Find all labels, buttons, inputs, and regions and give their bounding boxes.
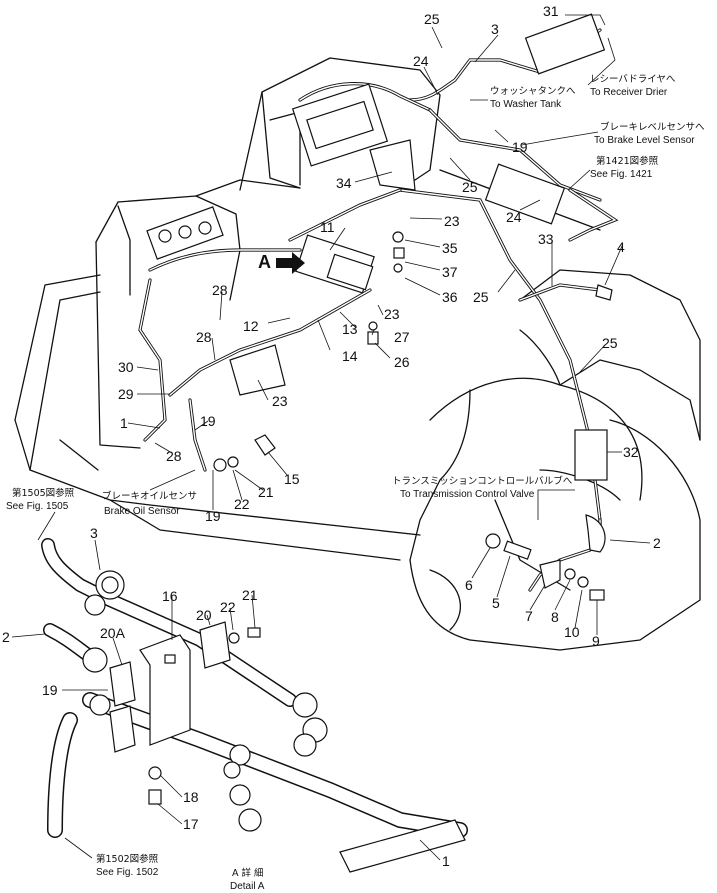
view-a-arrow bbox=[276, 252, 305, 274]
callout-3: 3 bbox=[90, 525, 98, 541]
callout-25: 25 bbox=[424, 11, 440, 27]
leaders bbox=[11, 14, 651, 861]
callout-20A: 20A bbox=[100, 625, 126, 641]
callout-23: 23 bbox=[384, 306, 400, 322]
callout-10: 10 bbox=[564, 624, 580, 640]
note-fig1421-jp: 第1421図参照 bbox=[596, 155, 659, 167]
callout-19: 19 bbox=[512, 139, 528, 155]
note-detail-jp: A 詳 細 bbox=[232, 867, 264, 879]
callout-28: 28 bbox=[196, 329, 212, 345]
callout-31: 31 bbox=[543, 3, 559, 19]
note-fig1505-jp: 第1505図参照 bbox=[12, 487, 75, 499]
callout-21: 21 bbox=[258, 484, 274, 500]
callout-9: 9 bbox=[592, 633, 600, 649]
callout-19: 19 bbox=[42, 682, 58, 698]
callout-4: 4 bbox=[617, 239, 625, 255]
callout-2: 2 bbox=[653, 535, 661, 551]
callout-32: 32 bbox=[623, 444, 639, 460]
callout-8: 8 bbox=[551, 609, 559, 625]
note-receiver-jp: レシーバドライヤへ bbox=[590, 74, 676, 85]
note-fig1502-jp: 第1502図参照 bbox=[96, 853, 159, 865]
callout-25: 25 bbox=[602, 335, 618, 351]
callout-numbers: 31 3 25 24 19 25 24 34 23 11 35 37 36 33… bbox=[2, 3, 661, 869]
components bbox=[146, 13, 619, 601]
callout-30: 30 bbox=[118, 359, 134, 375]
annotation-notes: レシーバドライヤへ To Receiver Drier ウォッシャタンクへ To… bbox=[6, 74, 705, 892]
note-brake-oil-jp: ブレーキオイルセンサ bbox=[102, 490, 197, 502]
callout-1: 1 bbox=[442, 853, 450, 869]
callout-18: 18 bbox=[183, 789, 199, 805]
callout-36: 36 bbox=[442, 289, 458, 305]
callout-2: 2 bbox=[2, 629, 10, 645]
callout-19: 19 bbox=[205, 508, 221, 524]
callout-11: 11 bbox=[320, 219, 335, 235]
callout-5: 5 bbox=[492, 595, 500, 611]
callout-24: 24 bbox=[506, 209, 522, 225]
callout-37: 37 bbox=[442, 264, 458, 280]
callout-33: 33 bbox=[538, 231, 554, 247]
note-washer-jp: ウォッシャタンクへ bbox=[490, 86, 576, 97]
callout-16: 16 bbox=[162, 588, 178, 604]
note-detail-en: Detail A bbox=[230, 881, 265, 892]
note-receiver-en: To Receiver Drier bbox=[590, 87, 668, 98]
callout-23: 23 bbox=[272, 393, 288, 409]
callout-3: 3 bbox=[491, 21, 499, 37]
note-fig1502-en: See Fig. 1502 bbox=[96, 867, 159, 878]
callout-25: 25 bbox=[473, 289, 489, 305]
callout-20: 20 bbox=[196, 607, 212, 623]
view-a-label: A bbox=[258, 252, 271, 272]
callout-21: 21 bbox=[242, 587, 258, 603]
callout-27: 27 bbox=[394, 329, 410, 345]
callout-6: 6 bbox=[465, 577, 473, 593]
callout-24: 24 bbox=[413, 53, 429, 69]
callout-35: 35 bbox=[442, 240, 458, 256]
callout-15: 15 bbox=[284, 471, 300, 487]
note-transmission-jp: トランスミッションコントロールバルブへ bbox=[392, 475, 573, 487]
callout-14: 14 bbox=[342, 348, 358, 364]
callout-7: 7 bbox=[525, 608, 533, 624]
note-brake-level-jp: ブレーキレベルセンサへ bbox=[600, 121, 705, 133]
callout-12: 12 bbox=[243, 318, 259, 334]
callout-28: 28 bbox=[212, 282, 228, 298]
note-brake-level-en: To Brake Level Sensor bbox=[594, 135, 695, 146]
callout-22: 22 bbox=[234, 496, 250, 512]
note-transmission-en: To Transmission Control Valve bbox=[400, 489, 535, 500]
callout-29: 29 bbox=[118, 386, 134, 402]
note-fig1421-en: See Fig. 1421 bbox=[590, 169, 653, 180]
callout-13: 13 bbox=[342, 321, 358, 337]
note-washer-en: To Washer Tank bbox=[490, 99, 562, 110]
callout-28: 28 bbox=[166, 448, 182, 464]
callout-25: 25 bbox=[462, 179, 478, 195]
callout-22: 22 bbox=[220, 599, 236, 615]
note-brake-oil-en: Brake Oil Sensor bbox=[104, 506, 180, 517]
callout-1: 1 bbox=[120, 415, 128, 431]
note-fig1505-en: See Fig. 1505 bbox=[6, 501, 69, 512]
callout-17: 17 bbox=[183, 816, 199, 832]
harness-lines bbox=[138, 28, 602, 592]
callout-34: 34 bbox=[336, 175, 352, 191]
detail-a bbox=[41, 538, 468, 873]
callout-26: 26 bbox=[394, 354, 410, 370]
callout-19: 19 bbox=[200, 413, 216, 429]
callout-23: 23 bbox=[444, 213, 460, 229]
